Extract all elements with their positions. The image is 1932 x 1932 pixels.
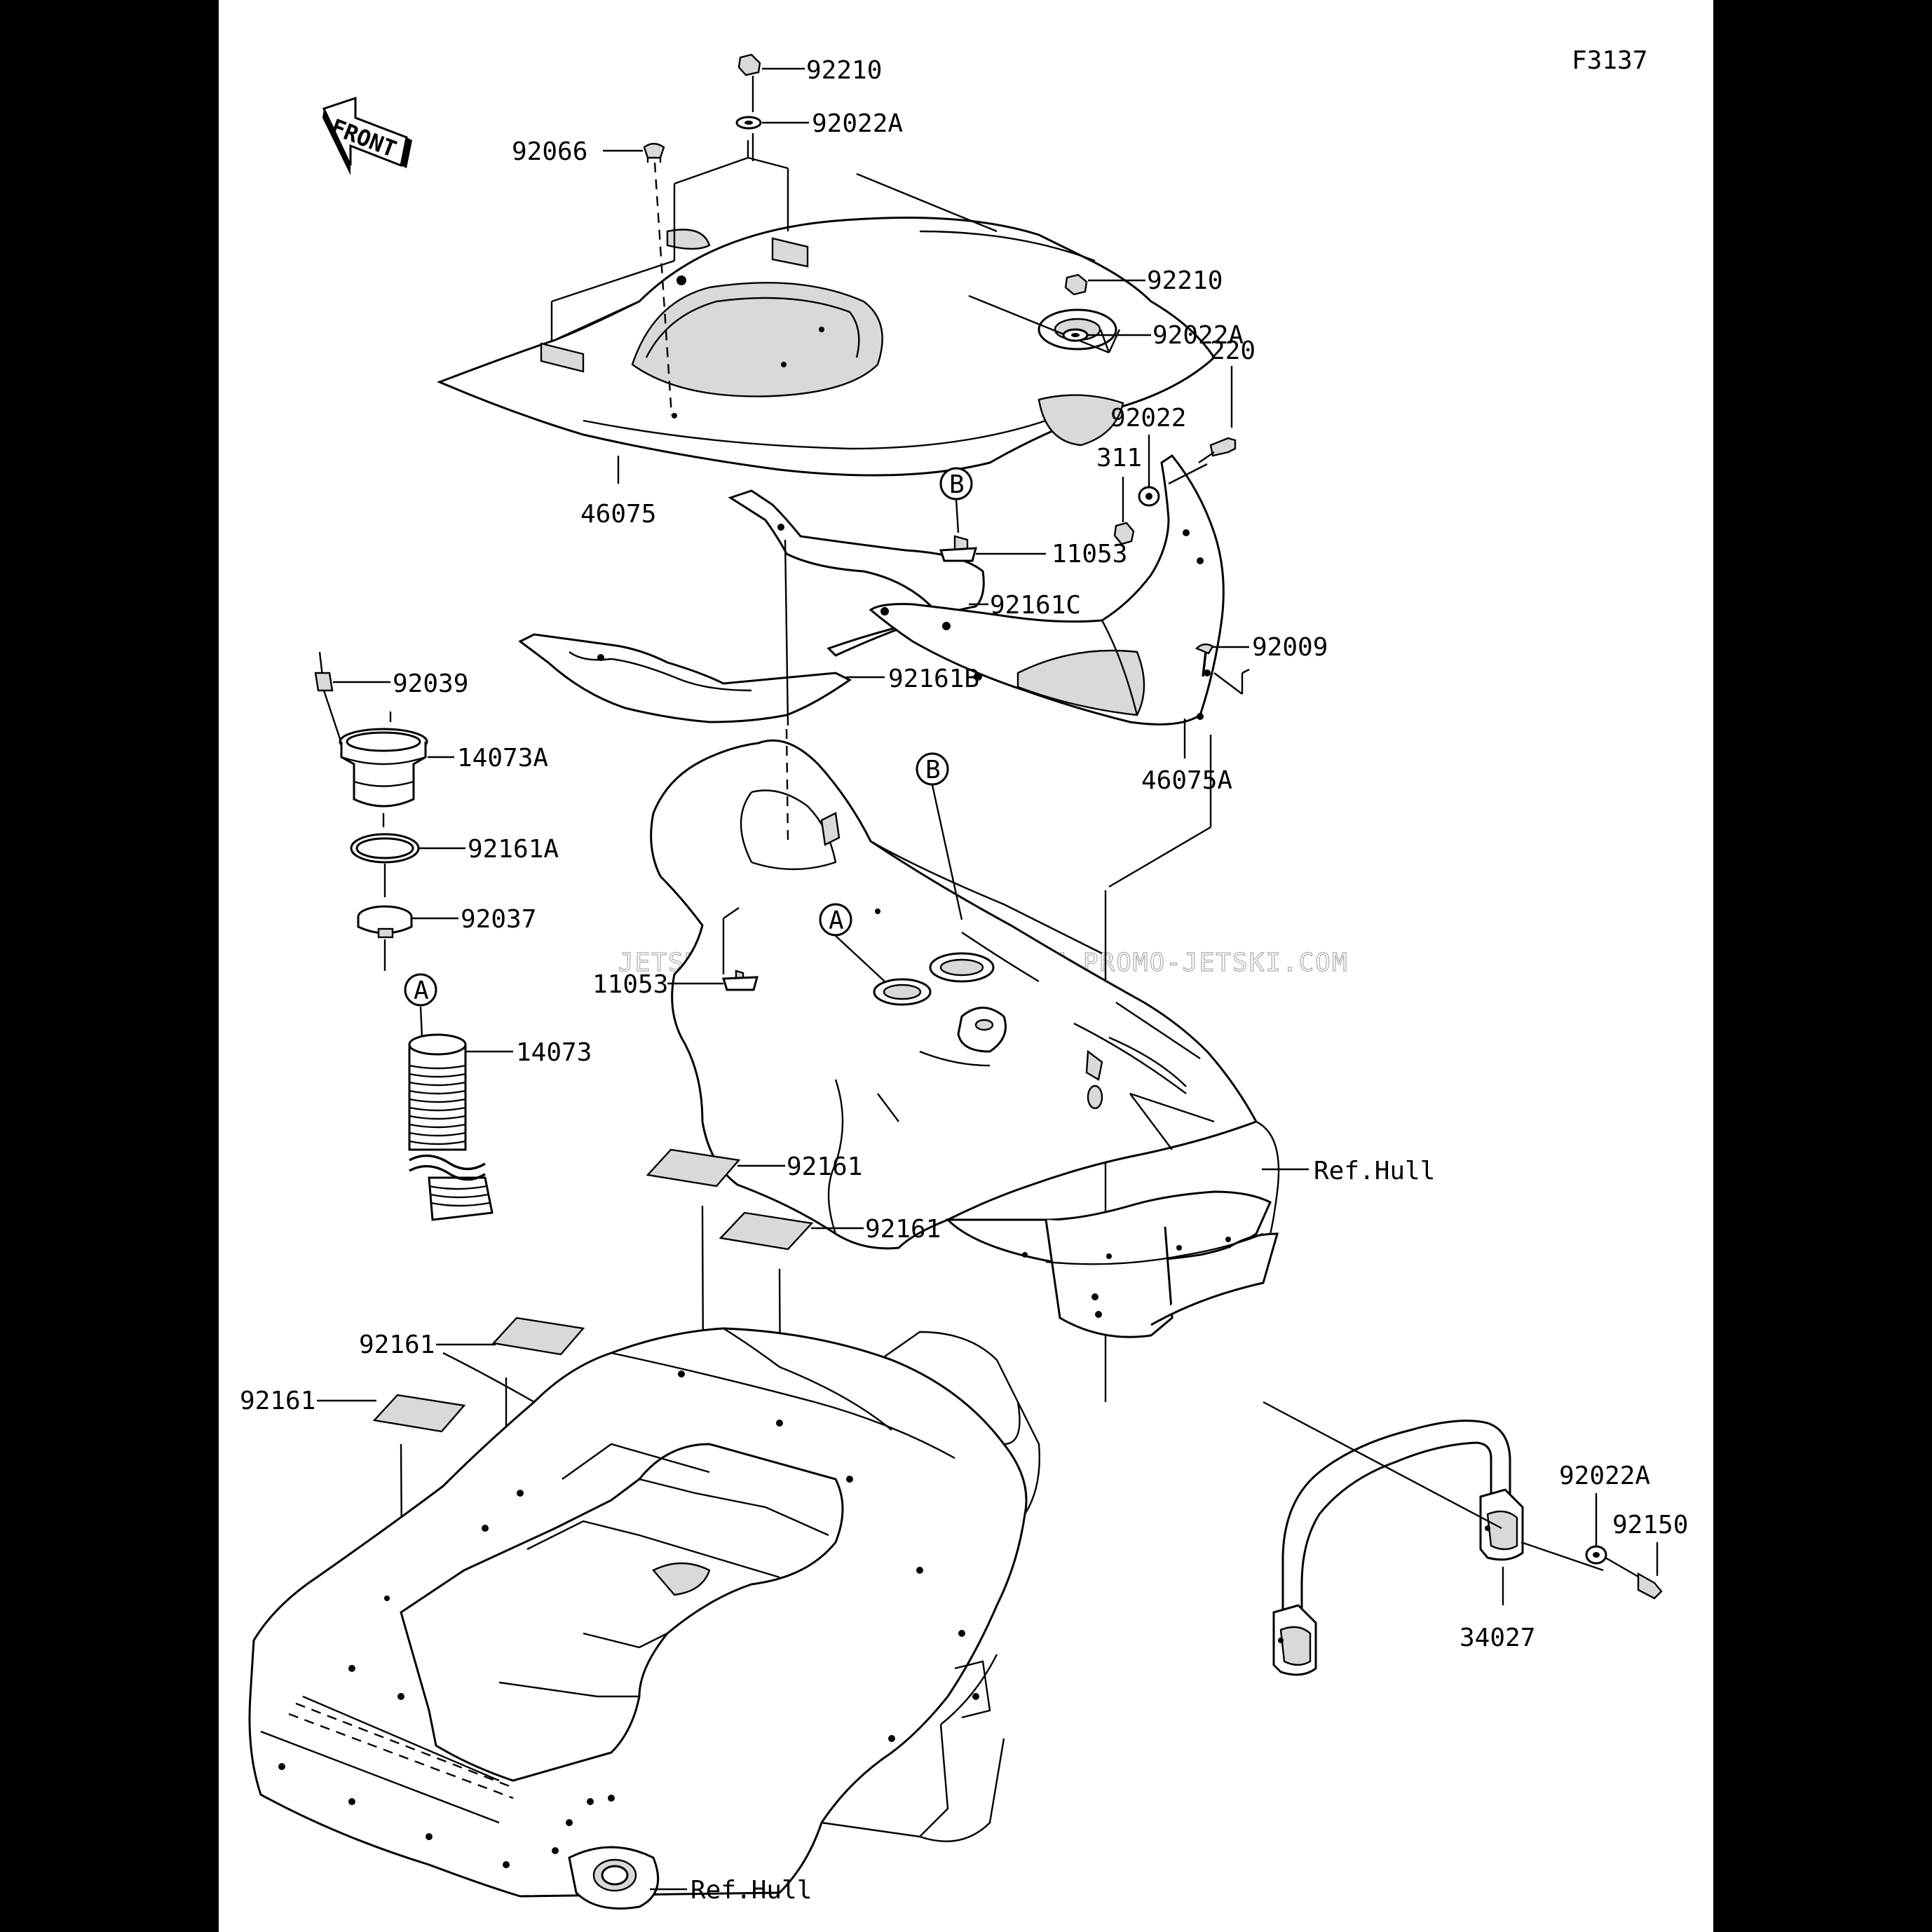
washer-92022A-mid-icon [1062, 328, 1089, 342]
parts-diagram: F3137 FRONT JETSKI.COM PROMO-JETSKI.COM … [240, 46, 1688, 1910]
svg-text:A: A [414, 977, 429, 1005]
callout-220: 220 [1210, 336, 1256, 365]
washer-92022-icon [1138, 486, 1160, 507]
nut-311-icon [1113, 522, 1135, 545]
callout-92022A-bottom: 92022A [1559, 1462, 1650, 1490]
callout-92161-2: 92161 [865, 1215, 941, 1244]
callout-92022A-top: 92022A [812, 109, 903, 138]
figure-code: F3137 [1572, 46, 1647, 75]
callout-92150: 92150 [1612, 1511, 1688, 1539]
diagram-sheet: F3137 FRONT JETSKI.COM PROMO-JETSKI.COM … [219, 0, 1713, 1932]
svg-text:B: B [949, 470, 965, 499]
washer-92022A-top-icon [735, 116, 762, 130]
nut-92210-mid-icon [1064, 273, 1088, 296]
strap-92039-icon [314, 651, 334, 692]
callout-11053-top: 11053 [1052, 540, 1127, 569]
hose-14073-part [408, 1033, 494, 1221]
callout-46075: 46075 [580, 500, 656, 529]
callout-92161B: 92161B [888, 665, 979, 693]
washer-92022A-bottom-icon [1585, 1545, 1607, 1565]
gasket-92161C-part [728, 489, 985, 657]
callout-14073A: 14073A [457, 744, 548, 773]
svg-text:B: B [925, 756, 941, 784]
callout-92066: 92066 [512, 137, 587, 166]
lower-hull-part [248, 1327, 1041, 1910]
cover-46075-part [437, 217, 1216, 477]
callout-92161A: 92161A [468, 835, 559, 864]
front-arrow-icon: FRONT [322, 96, 412, 175]
callout-14073: 14073 [516, 1038, 592, 1067]
callout-92039: 92039 [393, 669, 468, 698]
clip-11053-lower-icon [721, 970, 758, 991]
callout-92161-4: 92161 [240, 1387, 315, 1415]
callout-92022A-mid: 92022A [1152, 321, 1244, 350]
callout-11053-bottom: 11053 [592, 970, 668, 999]
hose-ribs [409, 1064, 490, 1207]
callout-92009: 92009 [1252, 633, 1328, 662]
callout-92037: 92037 [461, 905, 536, 934]
callout-92161-1: 92161 [787, 1152, 862, 1181]
clip-92066-icon [643, 142, 665, 163]
ref-marker-a-left: A [404, 973, 437, 1007]
ref-marker-a-hull: A [819, 903, 852, 937]
clip-11053-upper-icon [939, 535, 978, 562]
callout-311: 311 [1096, 444, 1142, 472]
filler-neck-14073A-part [339, 728, 428, 808]
nut-92210-top-icon [737, 53, 761, 76]
ref-marker-b-lower: B [916, 752, 949, 786]
o-ring-92161A-icon [350, 833, 420, 864]
pad-92161-a-icon [646, 1148, 741, 1188]
callout-92210-top: 92210 [806, 56, 882, 85]
callout-ref-hull-lower: Ref.Hull [691, 1876, 812, 1905]
ref-marker-b-upper: B [939, 467, 973, 501]
bolt-220-icon [1198, 437, 1237, 463]
svg-text:A: A [829, 906, 844, 935]
callout-ref-hull-upper: Ref.Hull [1314, 1157, 1435, 1185]
pad-92161-b-icon [719, 1211, 814, 1251]
callout-92161C: 92161C [990, 591, 1081, 620]
callout-92022: 92022 [1110, 404, 1186, 433]
callout-92161-3: 92161 [359, 1331, 435, 1359]
callout-92210-mid: 92210 [1147, 266, 1223, 295]
bolt-92150-icon [1637, 1572, 1663, 1600]
pad-92161-d-icon [372, 1394, 466, 1433]
callout-34027: 34027 [1460, 1624, 1535, 1652]
clamp-92037-icon [357, 905, 413, 939]
handle-34027-part [1272, 1420, 1524, 1676]
gasket-92161B-part [518, 633, 852, 723]
cover-46075A-part [869, 454, 1225, 726]
upper-hull-part [650, 739, 1280, 1338]
callout-46075A: 46075A [1141, 766, 1232, 795]
pad-92161-c-icon [491, 1317, 585, 1356]
